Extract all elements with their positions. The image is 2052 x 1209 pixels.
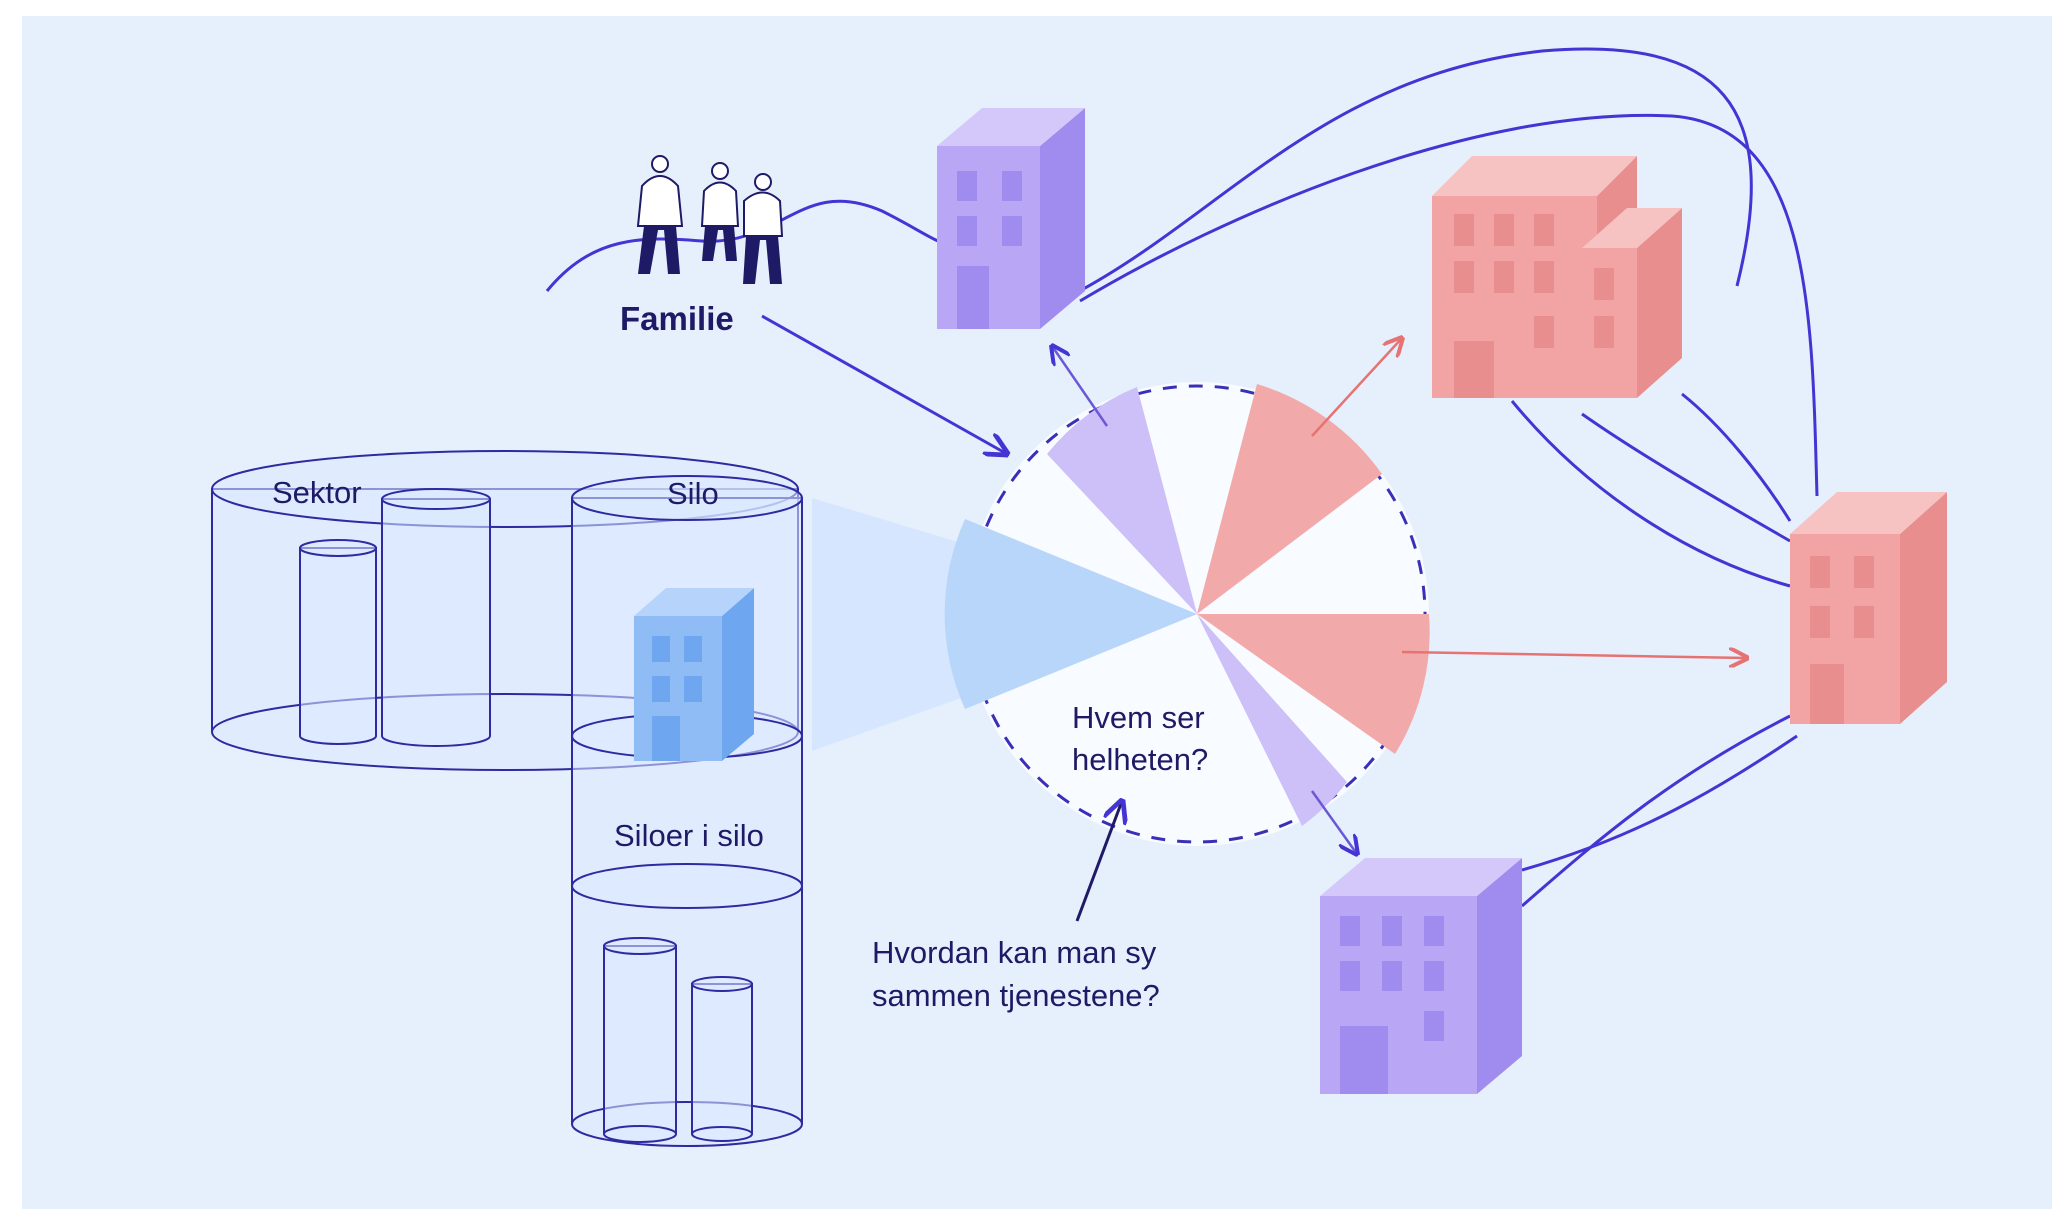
service-wheel [944,382,1430,846]
silo-label: Silo [667,476,719,511]
connection-line [1510,400,1791,588]
connection-line [1581,412,1791,543]
red-building-icon [1432,156,1682,398]
wheel-question-line2: helheten? [1072,742,1208,777]
wheel-arrow-red-top [1311,338,1402,437]
wheel-arrow-purple-top [1052,346,1109,427]
wheel-segment-purple [1197,614,1347,826]
silos-in-silo-label: Siloer i silo [614,818,764,853]
wheel-segment-purple [1047,387,1197,614]
blue-building-icon [634,588,754,761]
sector-inner-cylinder [381,488,491,747]
inner-silo-cylinder [603,937,677,1143]
bottom-question-line2: sammen tjenestene? [872,978,1160,1013]
wheel-arrow-purple-bottom [1310,790,1357,854]
wheel-question-line1: Hvem ser [1072,700,1205,735]
connection-line [1521,734,1798,872]
connection-line [1521,714,1791,908]
purple-building-icon [1320,858,1522,1094]
family-arrow [761,314,1007,454]
diagram-canvas: Familie Sektor [22,16,2052,1209]
wheel-segment-blue [944,519,1197,709]
wheel-arrow-red-right [1401,652,1747,658]
red-building-icon [1790,492,1947,724]
family-people-icon [636,155,784,284]
family-label: Familie [620,300,734,337]
wheel-segment-red [1197,614,1430,754]
purple-building-icon [937,108,1085,329]
connection-line [1681,392,1792,522]
question-arrow [1075,801,1122,922]
diagram-panel: Familie Sektor [22,16,2052,1209]
wheel-segment-red [1197,384,1382,614]
sector-label: Sektor [272,475,362,510]
connection-line [1079,113,1819,497]
connection-line [1073,47,1753,296]
bottom-question-line1: Hvordan kan man sy [872,935,1157,970]
connection-lines [545,47,1819,908]
sector-inner-cylinder [299,539,377,745]
inner-silo-cylinder [691,976,753,1142]
